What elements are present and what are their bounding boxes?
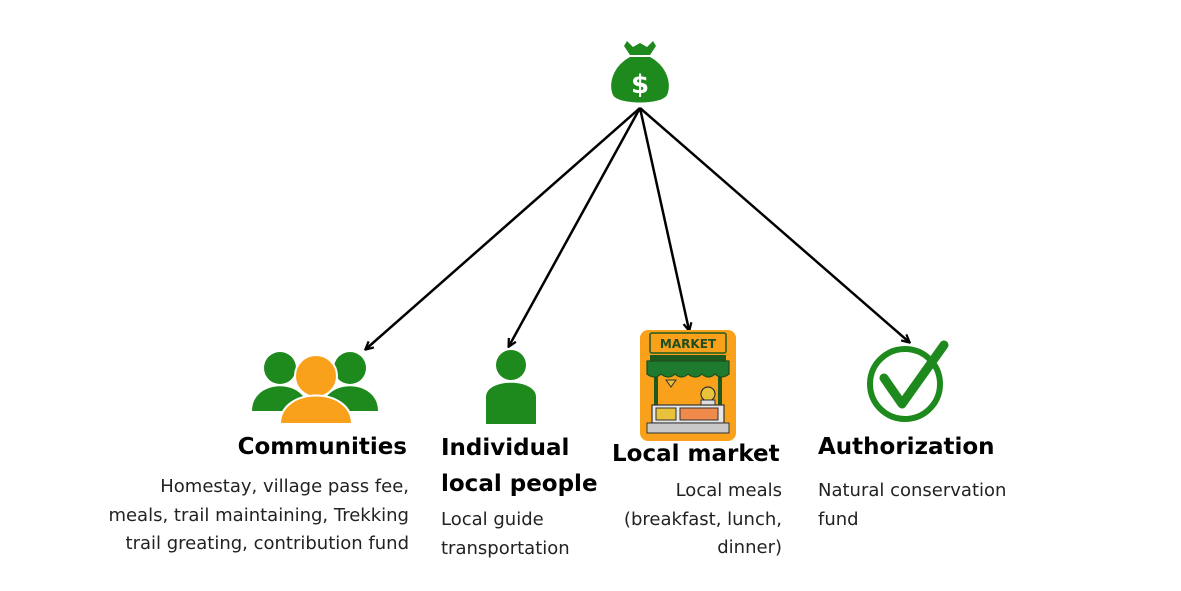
authorization-title: Authorization — [818, 429, 995, 465]
market-desc-line: Local meals — [675, 480, 782, 501]
individual-title: Individual local people — [441, 430, 598, 502]
person-icon — [486, 350, 536, 424]
individual-title-line: local people — [441, 471, 598, 497]
market-desc-line: dinner) — [717, 537, 782, 558]
dollar-symbol: $ — [631, 70, 649, 100]
market-desc-line: (breakfast, lunch, — [623, 508, 782, 530]
arrow-to-individual — [509, 107, 642, 346]
market-sign-text: MARKET — [660, 337, 717, 351]
individual-description: Local guide transportation — [441, 506, 570, 563]
market-title: Local market — [612, 436, 780, 472]
market-stall-icon: MARKET — [640, 330, 736, 441]
communities-title-line: Communities — [237, 434, 407, 460]
communities-desc-line: meals, trail maintaining, Trekking — [108, 504, 409, 526]
arrow-to-market — [638, 107, 689, 330]
people-group-icon — [252, 352, 378, 425]
authorization-title-line: Authorization — [818, 434, 995, 460]
check-circle-icon — [867, 340, 949, 422]
authorization-desc-line: fund — [818, 508, 859, 530]
market-description: Local meals (breakfast, lunch, dinner) — [624, 477, 782, 563]
communities-desc-line: trail greating, contribution fund — [125, 533, 409, 554]
individual-desc-line: transportation — [441, 537, 570, 559]
arrow-to-authorization — [639, 107, 909, 342]
individual-title-line: Individual — [441, 435, 570, 461]
communities-description: Homestay, village pass fee, meals, trail… — [108, 473, 409, 559]
communities-desc-line: Homestay, village pass fee, — [160, 476, 409, 497]
authorization-description: Natural conservation fund — [818, 477, 1006, 534]
communities-title: Communities — [238, 429, 407, 465]
connector-arrows — [366, 107, 909, 349]
arrow-to-communities — [366, 107, 641, 349]
market-title-line: Local market — [612, 441, 780, 467]
authorization-desc-line: Natural conservation — [818, 480, 1007, 501]
individual-desc-line: Local guide — [441, 509, 544, 530]
money-bag-icon: $ — [611, 41, 669, 103]
